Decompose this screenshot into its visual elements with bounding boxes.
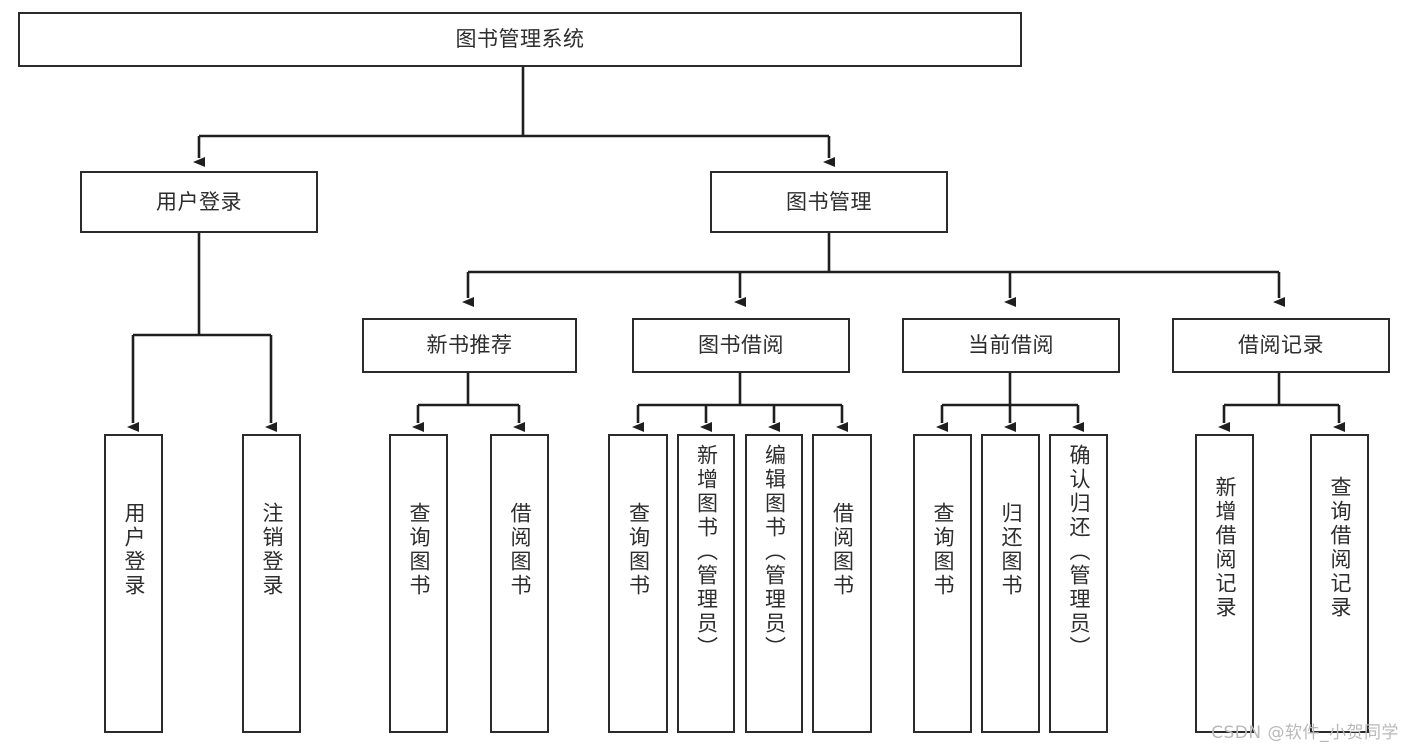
node-label: 当前借阅 [968,333,1054,358]
node-label: 图书管理系统 [455,27,585,52]
node-label: 借阅记录 [1238,333,1324,358]
leaf-current-borrow-1[interactable]: 查询图书 [913,434,972,733]
leaf-label: 查询图书 [626,502,651,598]
leaf-label: 查询借阅记录 [1328,476,1352,620]
leaf-book-borrow-3[interactable]: 编辑图书（管理员） [745,434,803,733]
node-user-login[interactable]: 用户登录 [80,171,318,233]
leaf-label: 归还图书 [999,502,1023,598]
leaf-current-borrow-2[interactable]: 归还图书 [981,434,1040,733]
leaf-label: 查询图书 [931,502,955,598]
leaf-book-borrow-1[interactable]: 查询图书 [608,434,668,733]
node-label: 新书推荐 [426,333,513,358]
leaf-borrow-record-2[interactable]: 查询借阅记录 [1310,434,1369,733]
leaf-borrow-record-1[interactable]: 新增借阅记录 [1195,434,1254,733]
leaf-label: 新增借阅记录 [1213,476,1237,620]
leaf-label: 新增图书（管理员） [694,444,719,660]
leaf-label: 查询图书 [407,502,431,598]
node-label: 图书借阅 [698,333,784,358]
node-book-borrowing[interactable]: 图书借阅 [632,318,850,373]
node-label: 用户登录 [156,189,242,214]
node-new-book-recommendation[interactable]: 新书推荐 [362,318,577,373]
leaf-label: 借阅图书 [830,502,855,598]
leaf-label: 用户登录 [122,502,146,598]
leaf-user-login-2[interactable]: 注销登录 [242,434,301,733]
leaf-user-login-1[interactable]: 用户登录 [104,434,163,733]
node-root-book-management-system[interactable]: 图书管理系统 [18,12,1022,67]
leaf-label: 确认归还（管理员） [1067,444,1091,660]
leaf-current-borrow-3[interactable]: 确认归还（管理员） [1049,434,1108,733]
leaf-book-borrow-4[interactable]: 借阅图书 [812,434,872,733]
leaf-new-book-rec-1[interactable]: 查询图书 [389,434,448,733]
leaf-label: 借阅图书 [508,502,532,598]
leaf-label: 编辑图书（管理员） [762,444,787,660]
leaf-new-book-rec-2[interactable]: 借阅图书 [490,434,549,733]
node-borrowing-record[interactable]: 借阅记录 [1172,318,1390,373]
node-current-borrowing[interactable]: 当前借阅 [902,318,1120,373]
node-label: 图书管理 [786,189,872,214]
leaf-label: 注销登录 [260,502,284,598]
node-book-management[interactable]: 图书管理 [710,171,948,233]
leaf-book-borrow-2[interactable]: 新增图书（管理员） [677,434,735,733]
